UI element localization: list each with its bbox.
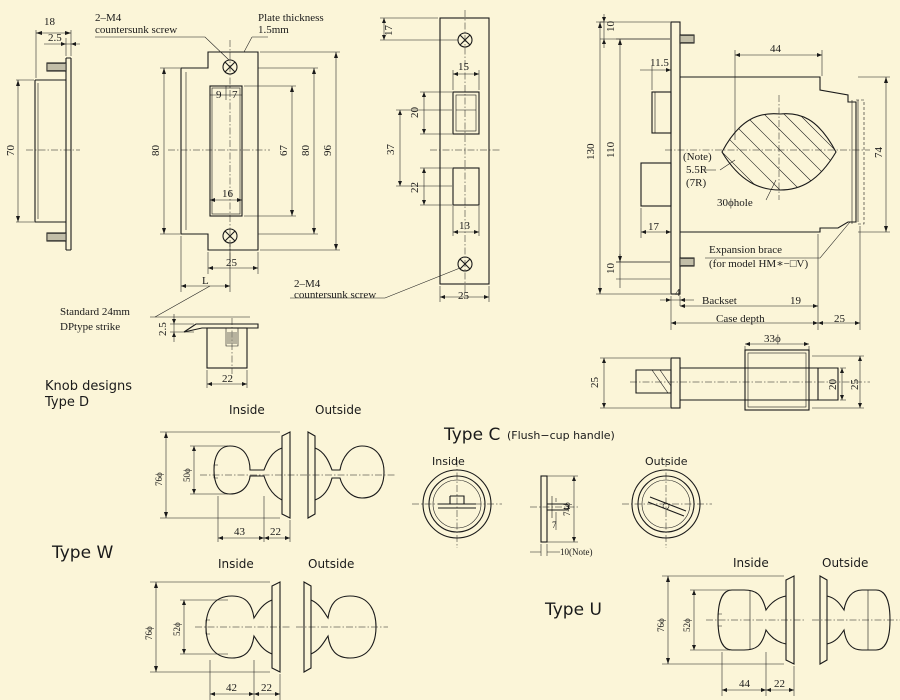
type-d-outside-knob: [300, 431, 395, 519]
dim-label: 43: [234, 526, 246, 538]
dim-label: 76ϕ: [154, 472, 164, 486]
note-backset: Backset: [702, 295, 737, 307]
outside-label: Outside: [645, 455, 688, 468]
strike-side-view: [16, 30, 80, 251]
inside-label: Inside: [733, 556, 769, 570]
dim-label: 25: [589, 377, 601, 389]
type-w-outside-knob: [296, 581, 388, 673]
note-strike-1: Standard 24mm: [60, 306, 130, 318]
dim-label: 22: [270, 526, 281, 538]
dim-label: 17: [383, 25, 395, 37]
section-labels: Knob designs Type D Inside Outside Type …: [44, 379, 868, 620]
type-u-heading: Type U: [544, 600, 602, 620]
dim-label: 70: [5, 145, 17, 157]
dim-label: 22: [222, 373, 233, 385]
dim-label: 50ϕ: [182, 468, 192, 482]
dim-label: 17: [648, 221, 660, 233]
type-u-outside-knob: [812, 575, 900, 665]
note-plate-2: 1.5mm: [258, 24, 289, 36]
dim-label: 52ϕ: [682, 618, 692, 632]
dim-label: 4: [675, 287, 681, 299]
dim-label: 67: [278, 145, 290, 157]
front-plate-view: [290, 10, 500, 302]
dim-label: 19: [790, 295, 802, 307]
dim-label: 52ϕ: [172, 622, 182, 636]
type-d-heading: Type D: [44, 395, 89, 410]
note-screw-top-1: 2–M4: [95, 12, 122, 24]
dim-label: 10: [605, 21, 617, 33]
note-r-1: (Note): [683, 151, 712, 163]
note-r-3: (7R): [686, 177, 707, 189]
lock-bottom-view: [600, 342, 870, 411]
dim-label: 96: [322, 145, 334, 157]
dp-strike-view: [170, 314, 259, 388]
type-c-side-view: [530, 475, 578, 556]
lock-body-view: [596, 14, 890, 330]
dim-label: 76ϕ: [144, 626, 154, 640]
outside-label: Outside: [822, 556, 868, 570]
dim-label: 20: [409, 107, 421, 119]
dim-label: L: [202, 275, 209, 287]
dim-label: 18: [44, 16, 56, 28]
dim-label: 42: [226, 682, 237, 694]
note-plate-1: Plate thickness: [258, 12, 324, 24]
dim-label: 25: [849, 379, 861, 391]
note-brace-1: Expansion brace: [709, 244, 782, 256]
inside-label: Inside: [432, 455, 465, 468]
type-w-heading: Type W: [51, 543, 113, 563]
dim-label: 130: [585, 143, 597, 160]
dim-label: 80: [150, 145, 162, 157]
type-c-inside-cup: [412, 460, 502, 548]
dim-label: 33ϕ: [764, 333, 781, 345]
dim-label: 7: [232, 89, 238, 101]
dim-label: 110: [605, 141, 617, 158]
dim-label: 11.5: [650, 57, 669, 69]
dim-label: 22: [261, 682, 272, 694]
note-hole: 30ϕhole: [717, 197, 753, 209]
annotation-texts: 18 2.5 70 2–M4 countersunk screw Plate t…: [5, 12, 885, 694]
dim-label: 2.5: [157, 322, 169, 336]
dim-label: 13: [459, 220, 471, 232]
dim-label: 74ϕ: [562, 502, 572, 516]
note-case-depth: Case depth: [716, 313, 765, 325]
dim-label: 37: [385, 144, 397, 156]
dim-label: 74: [873, 147, 885, 159]
type-d-inside-knob: [160, 431, 300, 542]
inside-label: Inside: [229, 403, 265, 417]
dim-label: 22: [409, 182, 421, 193]
type-c-heading: Type C: [443, 425, 500, 445]
note-brace-2: (for model HM∗−□V): [709, 258, 808, 270]
flush-cup-label: (Flush−cup handle): [507, 429, 615, 442]
dim-label: 80: [300, 145, 312, 157]
type-u-inside-knob: [662, 575, 804, 696]
dim-label: 2.5: [48, 32, 62, 44]
dim-label: 16: [222, 188, 234, 200]
dim-label: 76ϕ: [656, 618, 666, 632]
note-screw-top-2: countersunk screw: [95, 24, 177, 36]
dim-label: 25: [834, 313, 846, 325]
note-screw-bottom-2: countersunk screw: [294, 289, 376, 301]
inside-label: Inside: [218, 557, 254, 571]
dim-label: 25: [226, 257, 238, 269]
dim-label: 44: [739, 678, 751, 690]
note-screw-bottom-1: 2–M4: [294, 278, 321, 290]
dim-label: 7: [552, 520, 557, 530]
type-c-outside-cup: [622, 460, 712, 548]
dim-label: 44: [770, 43, 782, 55]
type-w-inside-knob: [150, 581, 290, 700]
note-10: 10(Note): [560, 547, 593, 557]
dim-label: 9: [216, 89, 222, 101]
dim-label: 22: [774, 678, 785, 690]
note-r-2: 5.5R: [686, 164, 708, 176]
dim-label: 20: [827, 379, 839, 391]
dim-label: 15: [458, 61, 470, 73]
outside-label: Outside: [315, 403, 361, 417]
strike-front-view: [95, 36, 340, 318]
dim-label: 10: [605, 263, 617, 275]
knob-designs-heading: Knob designs: [45, 379, 132, 394]
outside-label: Outside: [308, 557, 354, 571]
note-strike-2: DPtype strike: [60, 321, 120, 333]
dim-label: 25: [458, 290, 470, 302]
